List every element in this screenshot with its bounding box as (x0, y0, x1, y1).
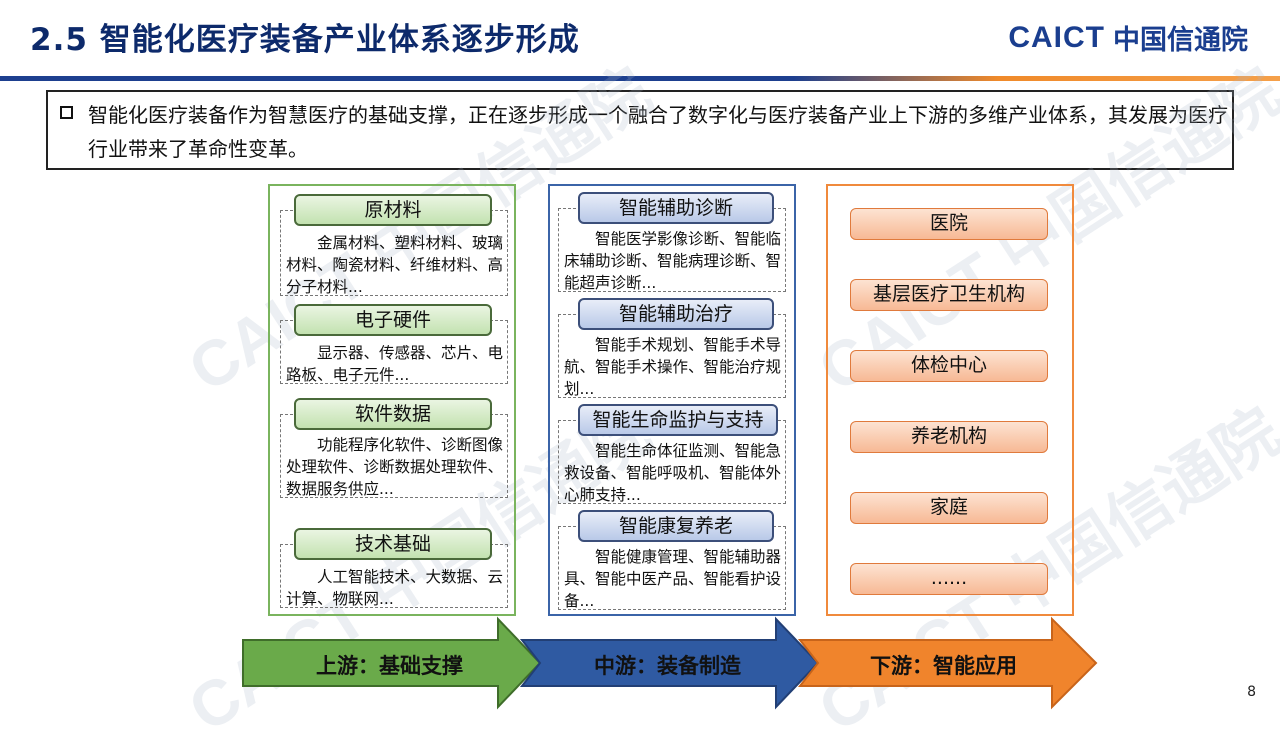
upstream-item-tech: 技术基础 (294, 528, 492, 560)
downstream-panel (826, 184, 1074, 616)
downstream-item-checkup-center: 体检中心 (850, 350, 1048, 382)
intro-text: 智能化医疗装备作为智慧医疗的基础支撑，正在逐步形成一个融合了数字化与医疗装备产业… (88, 103, 1228, 161)
midstream-item-rehab: 智能康复养老 (578, 510, 774, 542)
bullet-square-icon (60, 106, 73, 119)
logo-text-en: CAICT (1008, 20, 1105, 54)
downstream-arrow (797, 616, 1098, 710)
header-divider (0, 76, 1280, 81)
midstream-desc-rehab: 智能健康管理、智能辅助器具、智能中医产品、智能看护设备... (564, 548, 782, 610)
page-number: 8 (1247, 684, 1256, 700)
midstream-panel (548, 184, 796, 616)
midstream-arrow (519, 616, 820, 710)
upstream-item-software: 软件数据 (294, 398, 492, 430)
midstream-desc-monitoring: 智能生命体征监测、智能急救设备、智能呼吸机、智能体外心肺支持... (564, 442, 782, 504)
midstream-item-diagnosis: 智能辅助诊断 (578, 192, 774, 224)
downstream-arrow-label: 下游：智能应用 (870, 654, 1017, 678)
upstream-desc-hardware: 显示器、传感器、芯片、电路板、电子元件... (286, 344, 504, 384)
value-chain-arrows (242, 616, 1098, 710)
midstream-desc-treatment: 智能手术规划、智能手术导航、智能手术操作、智能治疗规划... (564, 336, 782, 398)
upstream-panel (268, 184, 516, 616)
page-title: 2.5 智能化医疗装备产业体系逐步形成 (30, 22, 580, 58)
downstream-item-more: ...... (850, 563, 1048, 595)
upstream-desc-software: 功能程序化软件、诊断图像处理软件、诊断数据处理软件、数据服务供应... (286, 436, 504, 498)
midstream-desc-diagnosis: 智能医学影像诊断、智能临床辅助诊断、智能病理诊断、智能超声诊断... (564, 230, 782, 292)
upstream-arrow (242, 616, 542, 710)
upstream-desc-materials: 金属材料、塑料材料、玻璃材料、陶瓷材料、纤维材料、高分子材料... (286, 234, 504, 296)
upstream-desc-tech: 人工智能技术、大数据、云计算、物联网... (286, 568, 504, 608)
midstream-arrow-label: 中游：装备制造 (594, 654, 741, 678)
upstream-arrow-label: 上游：基础支撑 (316, 654, 463, 678)
downstream-item-primary-care: 基层医疗卫生机构 (850, 279, 1048, 311)
midstream-item-treatment: 智能辅助治疗 (578, 298, 774, 330)
logo-text-cn: 中国信通院 (1113, 25, 1248, 56)
caict-logo: CAICT 中国信通院 (1008, 18, 1248, 57)
midstream-item-monitoring: 智能生命监护与支持 (578, 404, 778, 436)
upstream-item-materials: 原材料 (294, 194, 492, 226)
downstream-item-elderly-care: 养老机构 (850, 421, 1048, 453)
downstream-item-hospital: 医院 (850, 208, 1048, 240)
upstream-item-hardware: 电子硬件 (294, 304, 492, 336)
intro-box: 智能化医疗装备作为智慧医疗的基础支撑，正在逐步形成一个融合了数字化与医疗装备产业… (46, 90, 1234, 170)
downstream-item-home: 家庭 (850, 492, 1048, 524)
